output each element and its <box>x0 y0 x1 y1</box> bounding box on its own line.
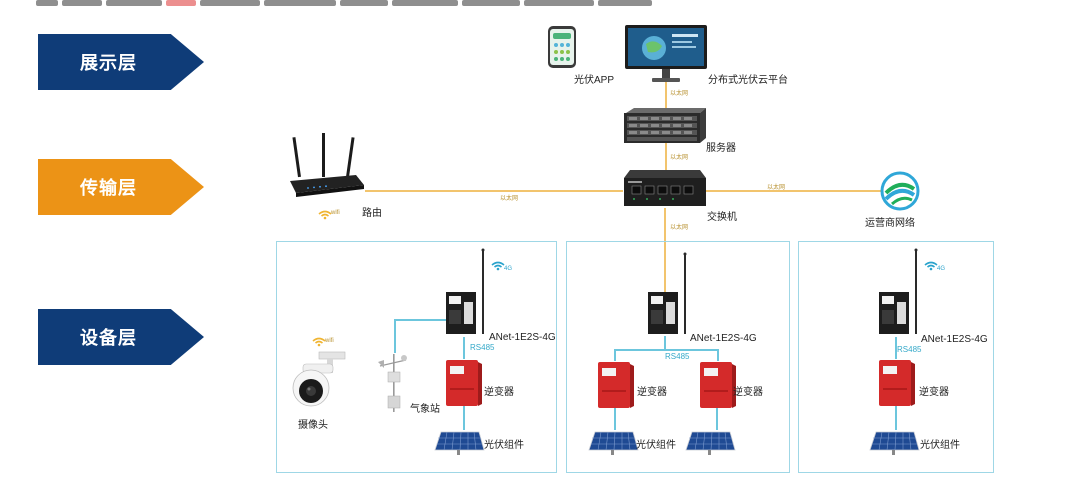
layer-device-tag: 设备层 <box>38 309 204 365</box>
group1-4g-icon <box>491 258 505 276</box>
group3-gateway-model: ANet-1E2S-4G <box>921 334 988 345</box>
camera-icon <box>283 350 349 410</box>
switch-label: 交换机 <box>707 212 737 223</box>
group1-gateway-model: ANet-1E2S-4G <box>489 332 556 343</box>
group2-rs485-label: RS485 <box>665 352 690 361</box>
group3-inverter-icon <box>877 358 917 408</box>
router-label: 路由 <box>362 208 382 219</box>
layer-transport-tag: 传输层 <box>38 159 204 215</box>
group3-pv-panel-icon <box>868 430 920 456</box>
device-group-1 <box>276 241 557 473</box>
group3-rs485-line <box>895 337 897 359</box>
camera-wifi-text: wifi <box>325 338 334 344</box>
platform-label: 分布式光伏云平台 <box>708 75 788 86</box>
group2-inverter-a-icon <box>596 360 636 410</box>
server-icon <box>622 107 708 145</box>
group2-pv-a-label: 光伏组件 <box>636 440 676 451</box>
cable-router-switch <box>365 190 623 192</box>
layer-display-tag: 展示层 <box>38 34 204 90</box>
cable-switch-operator <box>706 190 882 192</box>
group1-weather-link-h <box>394 319 446 321</box>
cable-server-switch <box>665 143 667 171</box>
cable-switch-device <box>664 208 666 292</box>
device-group-3 <box>798 241 994 473</box>
ethernet-label-5: 以太网 <box>670 225 689 231</box>
router-wifi-text: wifi <box>331 210 340 216</box>
ethernet-label-3: 以太网 <box>500 196 519 202</box>
group3-gateway-icon <box>877 246 923 338</box>
group2-pv-line-a <box>614 408 616 430</box>
camera-label: 摄像头 <box>298 420 328 431</box>
group1-pv-panel-icon <box>433 430 485 456</box>
group2-gateway-model: ANet-1E2S-4G <box>690 333 757 344</box>
ethernet-label-2: 以太网 <box>670 155 689 161</box>
group2-pv-panel-a-icon <box>587 430 639 456</box>
router-wifi-icon <box>318 207 332 225</box>
group1-gateway-icon <box>444 246 490 338</box>
group3-4g-icon <box>924 258 938 276</box>
phone-app-label: 光伏APP <box>574 75 615 86</box>
group3-pv-line <box>895 406 897 430</box>
group3-pv-label: 光伏组件 <box>920 440 960 451</box>
group1-pv-label: 光伏组件 <box>484 440 524 451</box>
group2-rs485-left <box>614 349 616 361</box>
group2-rs485-right <box>717 349 719 361</box>
group2-rs485-bus <box>614 349 718 351</box>
router-icon <box>284 131 368 203</box>
group1-weather-link-v <box>394 319 396 353</box>
group1-inverter-icon <box>444 358 484 408</box>
group2-inverter-b-icon <box>698 360 738 410</box>
group1-rs485-label: RS485 <box>470 343 495 352</box>
group1-rs485-line <box>463 337 465 359</box>
group2-rs485-stem <box>664 336 666 350</box>
cropped-header-text <box>36 0 776 8</box>
group2-inverter-a-label: 逆变器 <box>637 387 667 398</box>
operator-label: 运营商网络 <box>865 218 915 229</box>
operator-network-icon <box>878 171 922 211</box>
monitor-platform-icon <box>624 24 708 84</box>
server-label: 服务器 <box>706 143 736 154</box>
group2-pv-panel-b-icon <box>684 430 736 456</box>
group2-pv-line-b <box>716 408 718 430</box>
camera-wifi-icon <box>312 334 326 352</box>
group2-gateway-icon <box>646 252 692 338</box>
ethernet-label-1: 以太网 <box>670 91 689 97</box>
group3-inverter-label: 逆变器 <box>919 387 949 398</box>
cable-platform-server <box>665 80 667 108</box>
group1-4g-text: 4G <box>504 266 513 272</box>
device-group-2 <box>566 241 790 473</box>
group3-4g-text: 4G <box>937 266 946 272</box>
group3-rs485-label: RS485 <box>897 345 922 354</box>
switch-icon <box>620 168 708 210</box>
phone-app-icon <box>547 25 577 69</box>
ethernet-label-4: 以太网 <box>767 185 786 191</box>
weather-label: 气象站 <box>410 404 440 415</box>
group1-pv-line <box>463 406 465 430</box>
group1-inverter-label: 逆变器 <box>484 387 514 398</box>
weather-station-icon <box>374 350 412 416</box>
group2-inverter-b-label: 逆变器 <box>733 387 763 398</box>
